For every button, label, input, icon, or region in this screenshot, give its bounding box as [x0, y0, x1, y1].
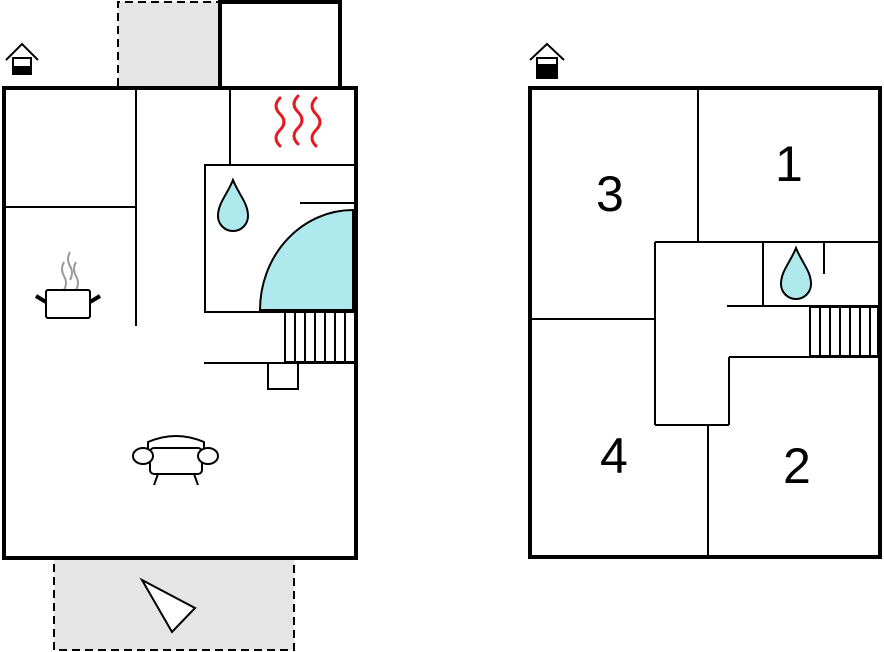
shower-quarter-circle [258, 208, 354, 311]
room-number-3: 3 [596, 166, 624, 222]
room-number-1: 1 [775, 136, 803, 192]
staircase [284, 311, 356, 363]
living-room-armchair-icon [132, 435, 219, 486]
ground-floor-plan [2, 0, 358, 651]
compass-pointer-icon [139, 577, 197, 634]
upper-floor-outer-wall [528, 86, 882, 559]
house-upper-floor-icon [529, 42, 565, 79]
ground-floor-interior-walls [4, 88, 357, 390]
room-number-2: 2 [783, 438, 811, 494]
house-ground-floor-icon [5, 42, 39, 75]
bathroom-water-drop-icon [779, 245, 813, 300]
kitchen-pot-icon [34, 251, 102, 319]
sauna-heat-icon [274, 94, 322, 148]
upper-floor-plan: 3 1 4 2 [528, 42, 882, 559]
entry-annex [218, 0, 342, 88]
staircase [809, 306, 879, 357]
bathroom-water-drop-icon [216, 177, 250, 232]
room-number-4: 4 [600, 428, 628, 484]
